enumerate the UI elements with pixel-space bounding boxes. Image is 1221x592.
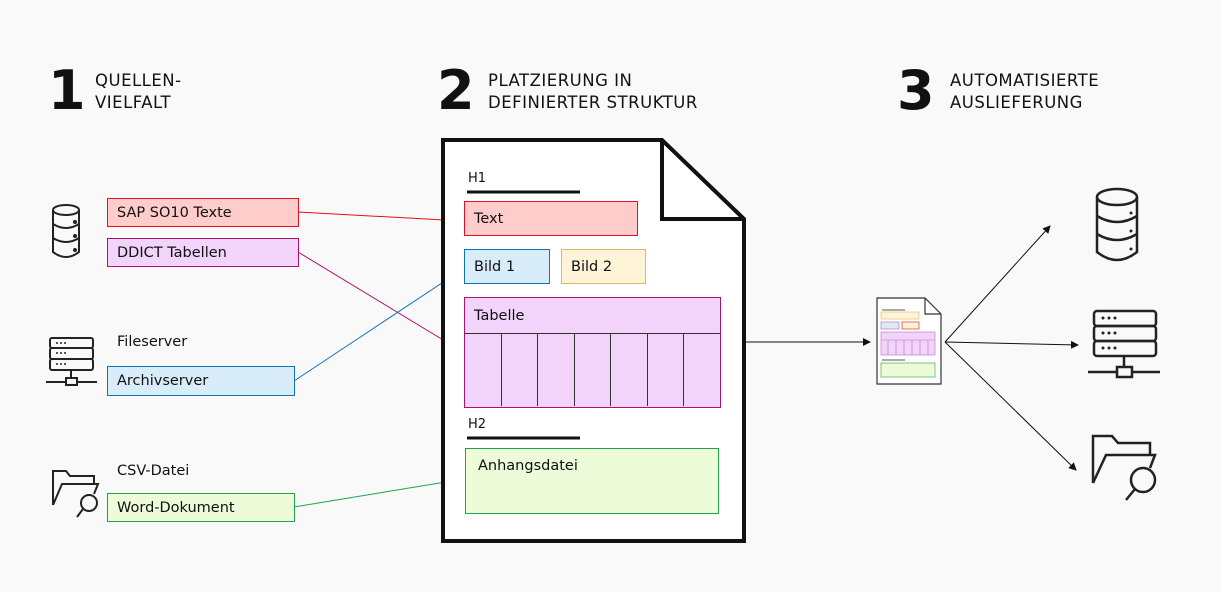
source-word: Word-Dokument <box>107 493 295 522</box>
doc-tabelle-block: Tabelle <box>464 297 721 408</box>
doc-bild1-label: Bild 1 <box>474 258 516 275</box>
arrow-to-database <box>944 225 1051 343</box>
step-3-title-line2: AUSLIEFERUNG <box>950 93 1083 112</box>
step-3-title-line1: AUTOMATISIERTE <box>950 71 1100 90</box>
output-database-icon <box>1095 187 1139 262</box>
doc-anhang-block: Anhangsdatei <box>465 448 719 514</box>
source-csv-label: CSV-Datei <box>117 463 190 479</box>
doc-bild1-block: Bild 1 <box>464 249 550 284</box>
doc-h1-label: H1 <box>468 171 487 186</box>
table-column <box>538 334 575 406</box>
document-fold <box>660 140 744 221</box>
doc-bild2-block: Bild 2 <box>561 249 646 284</box>
source-ddict-label: DDICT Tabellen <box>117 244 227 261</box>
source-word-label: Word-Dokument <box>117 499 235 516</box>
arrow-to-server <box>944 340 1079 349</box>
table-column <box>611 334 648 406</box>
table-column <box>465 334 502 406</box>
output-folder-search-icon <box>1091 434 1157 501</box>
arrow-to-folder <box>944 341 1077 471</box>
table-column <box>502 334 539 406</box>
doc-anhang-label: Anhangsdatei <box>478 458 578 474</box>
doc-text-label: Text <box>474 210 504 227</box>
doc-tabelle-label: Tabelle <box>465 298 720 334</box>
source-fileserver-label: Fileserver <box>117 334 188 350</box>
server-icon <box>46 337 97 386</box>
step-3-title: AUTOMATISIERTE AUSLIEFERUNG <box>950 70 1099 114</box>
step-2-title-line2: DEFINIERTER STRUKTUR <box>488 93 698 112</box>
arrow-word-to-anhang <box>293 476 465 508</box>
step-3-number: 3 <box>897 59 935 122</box>
arrow-sap-to-text <box>297 211 464 225</box>
source-archivserver: Archivserver <box>107 366 295 396</box>
step-2-title: PLATZIERUNG IN DEFINIERTER STRUKTUR <box>488 70 698 114</box>
table-column <box>684 334 720 406</box>
arrow-archiv-to-bild <box>293 268 464 382</box>
output-server-icon <box>1088 309 1160 379</box>
source-sap-so10: SAP SO10 Texte <box>107 198 299 227</box>
table-column <box>575 334 612 406</box>
doc-tabelle-columns <box>465 334 720 406</box>
doc-h2-label: H2 <box>468 417 487 432</box>
source-ddict: DDICT Tabellen <box>107 238 299 267</box>
source-archivserver-label: Archivserver <box>117 373 209 389</box>
table-column <box>648 334 685 406</box>
doc-bild2-label: Bild 2 <box>571 258 613 275</box>
step-1-title-line1: QUELLEN- <box>95 71 182 90</box>
step-1-title: QUELLEN- VIELFALT <box>95 70 182 114</box>
step-2-title-line1: PLATZIERUNG IN <box>488 71 633 90</box>
step-2-number: 2 <box>437 59 475 122</box>
source-sap-label: SAP SO10 Texte <box>117 204 232 221</box>
folder-search-icon <box>52 470 100 518</box>
database-icon <box>52 204 80 258</box>
mini-document-icon <box>876 297 942 385</box>
step-1-title-line2: VIELFALT <box>95 93 172 112</box>
doc-text-block: Text <box>464 201 638 236</box>
step-1-number: 1 <box>48 59 86 122</box>
arrow-ddict-to-tabelle <box>297 251 464 353</box>
